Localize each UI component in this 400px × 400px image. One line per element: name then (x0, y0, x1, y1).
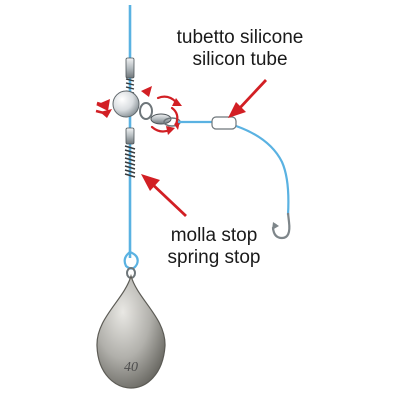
sliding-bead (112, 90, 140, 118)
sinker-weight-label: 40 (124, 360, 138, 375)
spring-stop-arrow-shaft (149, 180, 187, 218)
spring-stop-label-italian: molla stop (170, 225, 258, 246)
pear-sinker (96, 273, 166, 389)
spring-stop-arrowhead (141, 174, 160, 191)
spring-stop-label-english: spring stop (167, 247, 261, 268)
bead-arrow-right (100, 109, 112, 118)
silicone-tube-label: tubetto silicone silicon tube (150, 27, 330, 71)
silicone-tube-label-italian: tubetto silicone (176, 27, 304, 48)
hook (271, 212, 291, 240)
rotation-arrowheads (141, 86, 182, 135)
silicone-tube (211, 116, 237, 130)
spring-stop-coil (124, 145, 136, 178)
swivel-eye (150, 113, 172, 125)
silicone-tube-arrowhead (228, 102, 246, 118)
swivel-ring (139, 102, 153, 120)
leader-line (178, 120, 290, 216)
bead-arrow-right-shaft (95, 109, 105, 115)
hook-barb (272, 222, 279, 230)
upper-crimp-sleeve (125, 57, 135, 79)
silicone-tube-label-english: silicon tube (192, 49, 288, 70)
bead-arrow-left-shaft (96, 101, 108, 108)
silicone-tube-arrow-shaft (235, 79, 268, 112)
lower-crimp-sleeve (125, 127, 135, 145)
upper-spring-coil (125, 78, 135, 94)
spring-stop-label: molla stop spring stop (140, 225, 288, 269)
